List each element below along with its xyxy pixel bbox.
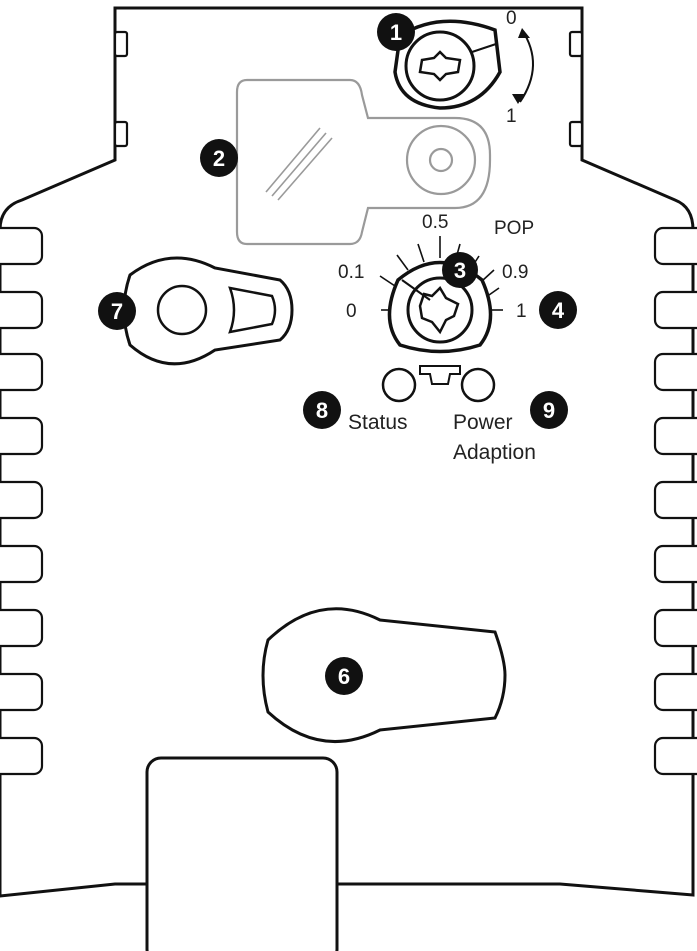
power-led-label-line1: Power [453,411,513,434]
callout-1: 1 [377,13,415,51]
callout-8: 8 [303,391,341,429]
callout-7: 7 [98,292,136,330]
pop-tick-1-label: 1 [516,301,527,322]
switch-pos-0-label: 0 [506,8,517,29]
pop-tick-05-label: 0.5 [422,212,448,233]
svg-text:1: 1 [390,20,402,45]
callout-4: 4 [539,291,577,329]
vent-slots-left [0,226,44,776]
callout-6: 6 [325,657,363,695]
cable-entry [145,756,339,951]
svg-text:9: 9 [543,398,555,423]
svg-text:8: 8 [316,398,328,423]
pop-tick-09-label: 0.9 [502,262,528,283]
side-clips-top [113,30,584,148]
callout-3: 3 [442,252,478,288]
manual-override-lever[interactable] [122,256,294,366]
dial-pointer [401,279,431,301]
svg-text:2: 2 [213,146,225,171]
vent-slots-right [653,226,697,776]
lower-lever[interactable] [261,607,507,743]
pop-title-label: POP [494,218,534,239]
screw-slot-icon [418,50,462,82]
housing-outline [0,6,695,898]
svg-text:6: 6 [338,664,350,689]
svg-text:4: 4 [552,298,565,323]
svg-text:3: 3 [454,258,466,283]
switch-pos-1-label: 1 [506,106,517,127]
display-window [235,78,492,246]
pop-tick-0-label: 0 [346,301,357,322]
status-led-label: Status [348,411,408,434]
callout-9: 9 [530,391,568,429]
svg-text:7: 7 [111,299,123,324]
power-adaption-led [460,367,496,403]
direction-switch[interactable]: 0 1 [393,8,534,127]
led-bridge [419,365,461,385]
status-led [381,367,417,403]
callout-2: 2 [200,139,238,177]
pop-tick-01-label: 0.1 [338,262,364,283]
power-led-label-line2: Adaption [453,441,536,464]
